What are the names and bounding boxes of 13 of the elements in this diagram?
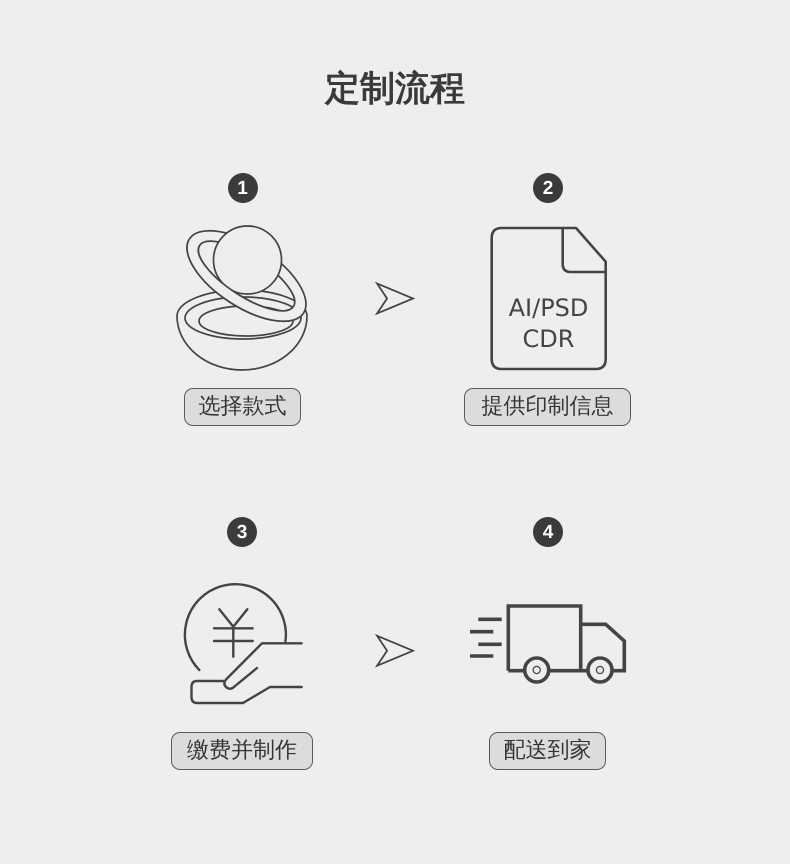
step-number-badge: 2 <box>533 173 563 203</box>
step-number-badge: 3 <box>227 517 257 547</box>
step-label: 配送到家 <box>489 732 606 770</box>
page-title: 定制流程 <box>323 68 466 111</box>
step-label: 缴费并制作 <box>171 732 313 770</box>
delivery-truck-icon <box>468 603 626 685</box>
step-label: 选择款式 <box>184 388 301 426</box>
step-number-badge: 4 <box>533 517 563 547</box>
orb-ornament-icon <box>175 224 309 373</box>
file-format-text: AI/PSD CDR <box>508 293 590 355</box>
step-number-badge: 1 <box>228 173 258 203</box>
step-label: 提供印制信息 <box>464 388 631 426</box>
coin-in-hand-icon <box>183 581 304 706</box>
